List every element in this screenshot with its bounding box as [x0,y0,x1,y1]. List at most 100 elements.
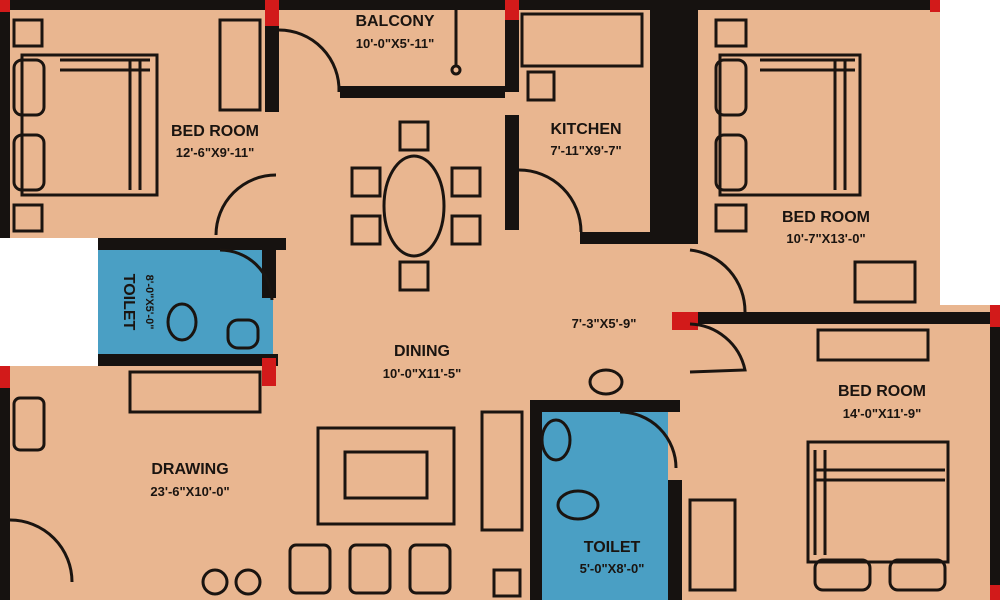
wall [580,232,698,244]
column [262,358,276,386]
door-swing [619,410,678,469]
wall [505,0,519,92]
room-name: TOILET [584,539,641,556]
wc [556,489,600,521]
chair [398,260,430,292]
room-name: DRAWING [151,461,228,478]
room-name: BED ROOM [782,209,870,226]
kitchen-sink [526,70,556,102]
column [672,312,698,330]
wall [530,400,542,600]
wall [265,0,279,112]
doors [9,28,747,583]
wall [98,354,278,366]
bed [20,53,159,197]
toilet-2-area [540,410,668,600]
wall [650,0,698,240]
door-swing [278,28,341,93]
pillow [888,558,947,592]
pillow [714,58,748,117]
room-name: KITCHEN [550,121,621,138]
stool [234,568,262,596]
chair [450,166,482,198]
wall [98,238,286,250]
chair [398,120,430,152]
wc [166,302,198,342]
door-swing [9,518,74,583]
wall [262,238,276,298]
wall [0,0,10,238]
chair [350,166,382,198]
kitchen-counter [520,12,644,68]
room-dimensions: 10'-0"X5'-11" [356,36,435,51]
column [505,0,519,20]
column [930,0,940,12]
bed-lines [760,58,855,190]
bed [718,53,862,197]
sofa-seat [348,543,392,595]
sofa-seat [408,543,452,595]
column [990,585,1000,600]
room-dimensions: 10'-7"X13'-0" [786,231,865,246]
room-labels: BALCONY 10'-0"X5'-11" BED ROOM 12'-6"X9'… [120,13,926,576]
wall [0,366,10,600]
shelf [492,568,522,598]
room-name: TOILET [120,274,137,331]
column [990,305,1000,327]
pillow [714,133,748,192]
side-table [714,18,748,48]
wall [690,312,1000,324]
side-table [12,18,44,48]
wall [340,86,505,98]
door-swing [689,322,747,374]
room-name: BED ROOM [838,383,926,400]
wall [0,0,940,10]
door-swing [518,168,583,233]
room-dimensions: 14'-0"X11'-9" [843,406,922,421]
armchair [12,396,46,452]
dresser [816,328,930,362]
room-name: BALCONY [355,13,434,30]
chair [350,214,382,246]
cabinet [128,370,262,414]
wardrobe [688,498,737,592]
door-swing [689,248,747,313]
pillow [813,558,872,592]
side-table [714,203,748,233]
column [265,0,279,26]
wardrobe [218,18,262,112]
wash-basin [226,318,260,350]
door-swing [214,173,277,236]
wall [530,400,680,412]
room-name: DINING [394,343,450,360]
stool [201,568,229,596]
column [0,366,10,388]
room-dimensions: 10'-0"X11'-5" [383,366,462,381]
wash-basin [588,368,624,396]
coffee-table [343,450,429,500]
side-table [12,203,44,233]
door-swing [219,248,274,301]
dining-table [382,154,446,258]
bed [806,440,950,564]
wall [505,115,519,230]
room-dimensions: 5'-0"X8'-0" [580,561,645,576]
pillow [12,133,46,192]
room-dimensions: 7'-11"X9'-7" [550,143,621,158]
blank-area-left [0,238,98,366]
blank-area-right [940,0,1000,305]
room-dimensions: 7'-3"X5'-9" [572,316,637,331]
wash-basin [540,418,572,462]
bed-lines [813,450,945,555]
dresser [853,260,917,304]
rug [316,426,456,526]
chair [450,214,482,246]
room-dimensions: 12'-6"X9'-11" [176,145,255,160]
wall [668,480,682,600]
room-dimensions: 8'-0"X5'-0" [143,275,155,330]
